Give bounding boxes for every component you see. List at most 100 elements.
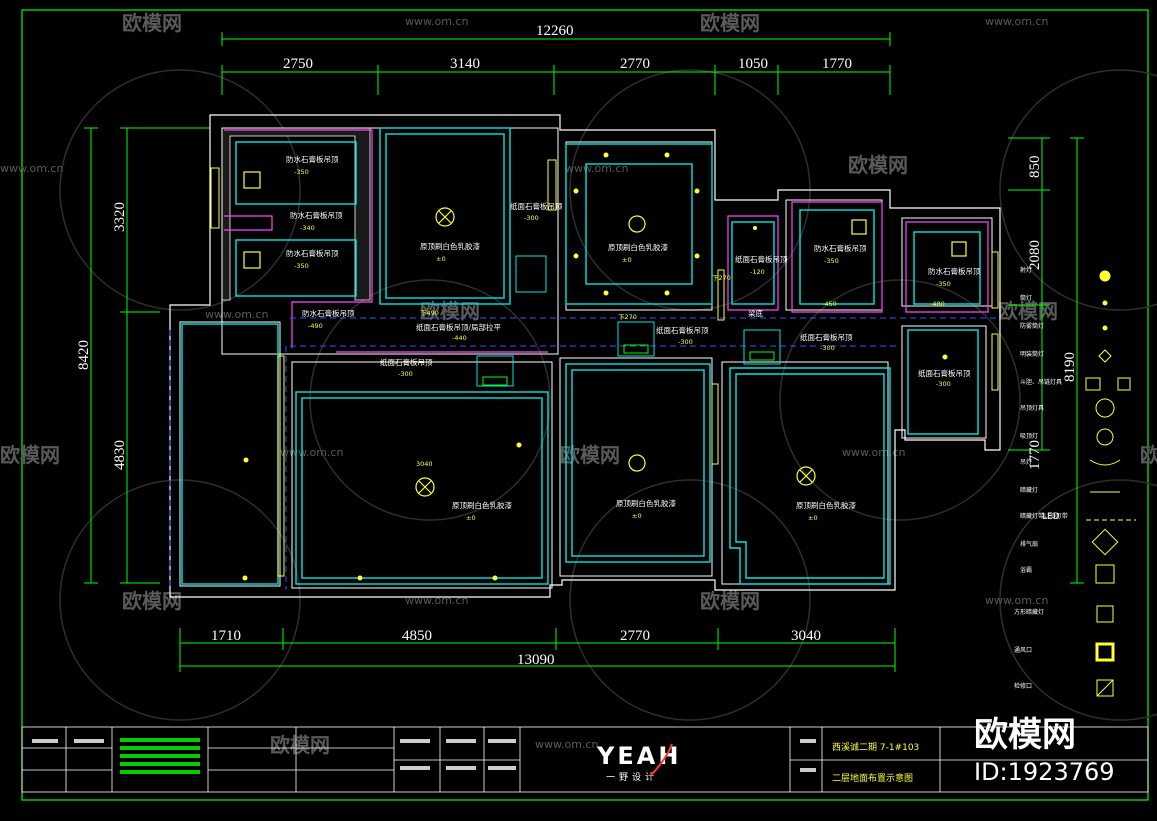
mark-270b: 下270 (618, 313, 637, 321)
small-downlights (242, 152, 948, 581)
legend-item-7: 吸顶灯 (1020, 432, 1038, 440)
value-corridor: -490 (308, 322, 323, 330)
watermark-brand-4: 欧模网 (420, 299, 480, 323)
label-bath1-low: 防水石膏板吊顶 (286, 248, 339, 258)
dim-right-total: 8190 (1062, 352, 1078, 382)
legend-spotlight-icon (1099, 270, 1111, 282)
value-bedroom-a: ±0 (436, 255, 446, 263)
label-right-room: 原顶刷白色乳胶漆 (796, 500, 856, 510)
watermark-brand-11: 欧模网 (270, 733, 330, 757)
label-bath1-mid: 防水石膏板吊顶 (290, 210, 343, 220)
watermark-brand-10: 欧模网 (700, 589, 760, 613)
value-bath2: -350 (824, 257, 839, 265)
label-bath1-top: 防水石膏板吊顶 (286, 154, 339, 164)
watermark-brand-8: 欧模网 (1140, 443, 1157, 467)
mark-270: 下270 (712, 274, 731, 282)
value-bath1-low: -350 (294, 262, 309, 270)
legend-vent-icon (1095, 642, 1115, 662)
watermark-url-2: www.om.cn (985, 15, 1048, 28)
mark-hall: 下490 (420, 309, 439, 317)
legend-heater-icon (1095, 564, 1115, 584)
legend-pendant-icon (1096, 428, 1114, 446)
title-block-fill (32, 738, 816, 774)
watermark-url-10: www.om.cn (535, 738, 598, 751)
watermark-url-9: www.om.cn (985, 594, 1048, 607)
legend-item-9: 暗藏灯 (1020, 486, 1038, 494)
dim-top-seg-1: 2750 (283, 56, 313, 72)
label-balcony: 纸面石膏板吊顶 (918, 368, 971, 378)
legend-item-11: 排气扇 (1020, 540, 1038, 548)
dim-bottom-total: 13090 (517, 652, 555, 668)
wall-band (170, 115, 993, 589)
legend-fan-icon (1091, 528, 1119, 556)
watermark-id: ID:1923769 (974, 758, 1115, 786)
watermark-brand-9: 欧模网 (122, 589, 182, 613)
label-dining-strip: 纸面石膏板吊顶 (656, 325, 709, 335)
room-labels: 防水石膏板吊顶 -350 防水石膏板吊顶 -340 防水石膏板吊顶 -350 防… (286, 154, 981, 522)
legend-item-10: 暗藏灯带LED灯带 (1020, 512, 1068, 520)
legend-item-14: 通风口 (1014, 646, 1032, 654)
title-block (21, 726, 1149, 793)
value-bedroom-main: ±0 (466, 514, 476, 522)
vent-boxes (476, 255, 781, 387)
value-living: ±0 (622, 256, 632, 264)
drawing-name: 二层地面布置示意图 (832, 772, 913, 784)
legend-item-6: 吊顶灯具 (1020, 404, 1044, 412)
watermark-brand-2: 欧模网 (700, 11, 760, 35)
walls (169, 114, 1001, 598)
value-bath3-low: -480 (930, 300, 945, 308)
watermark-url-3: www.om.cn (0, 162, 63, 175)
project-name: 西溪诚二期 7-1#103 (832, 741, 919, 753)
value-strip-right: -300 (820, 344, 835, 352)
watermark-url-5: www.om.cn (205, 308, 268, 321)
value-bath2-low: -450 (822, 300, 837, 308)
dim-top-seg-4: 1050 (738, 56, 768, 72)
watermark-brand-1: 欧模网 (122, 11, 182, 35)
legend-item-12: 浴霸 (1020, 566, 1032, 574)
watermark-brand-5: 欧模网 (998, 299, 1058, 323)
watermark-url-8: www.om.cn (405, 594, 468, 607)
legend-downlight-icon (1102, 300, 1108, 306)
dim-right-seg-1: 850 (1027, 156, 1043, 179)
windows (210, 159, 999, 577)
dim-left-seg-1: 3320 (112, 202, 128, 232)
value-dining-strip: -300 (678, 338, 693, 346)
value-bath1-top: -350 (294, 168, 309, 176)
watermark-url-4: www.om.cn (565, 162, 628, 175)
label-bedroom-a: 原顶刷白色乳胶漆 (420, 241, 480, 251)
legend-ceiling-fixture-icon (1117, 377, 1131, 391)
legend-item-3: 防雾筒灯 (1020, 322, 1044, 330)
value-strip-b: -300 (398, 370, 413, 378)
dim-top-seg-5: 1770 (822, 56, 852, 72)
label-living: 原顶刷白色乳胶漆 (608, 242, 668, 252)
legend-ceiling-lamp-icon (1095, 398, 1115, 418)
value-strip-a: -300 (524, 214, 539, 222)
label-strip-b: 纸面石膏板吊顶 (380, 357, 433, 367)
label-strip-a: 纸面石膏板吊顶 (510, 201, 563, 211)
dim-left-total: 8420 (76, 340, 92, 370)
legend-item-15: 检修口 (1014, 682, 1032, 690)
dim-bottom-seg-3: 2770 (620, 628, 650, 644)
label-bath2: 防水石膏板吊顶 (814, 243, 867, 253)
watermark-url-7: www.om.cn (842, 446, 905, 459)
label-corridor: 防水石膏板吊顶 (302, 308, 355, 318)
watermark-brand-3: 欧模网 (848, 153, 908, 177)
drawing-frame (21, 9, 1149, 801)
dim-top-seg-3: 2770 (620, 56, 650, 72)
label-hall-strip: 纸面石膏板吊顶/局部拉平 (416, 322, 502, 332)
value-balcony: -300 (936, 380, 951, 388)
label-center-room: 原顶刷白色乳胶漆 (616, 498, 676, 508)
legend: 射灯 筒灯 防雾筒灯 明装筒灯 斗胆、吊链灯具 吊顶灯具 吸顶灯 吊灯 暗藏灯 … (1014, 266, 1136, 697)
dim-top-total: 12260 (536, 23, 574, 39)
watermark-big-brand: 欧模网 (974, 715, 1076, 755)
ceiling-outlines (181, 127, 981, 585)
dim-bottom-seg-2: 4850 (402, 628, 432, 644)
label-beam: 梁底 (748, 308, 763, 318)
legend-item-13: 方形暗藏灯 (1014, 608, 1044, 616)
legend-grille-icon (1085, 377, 1101, 391)
dim-left-seg-2: 4830 (112, 440, 128, 470)
legend-item-4: 明装筒灯 (1020, 350, 1044, 358)
studio-logo-sub: 一野设计 (606, 771, 658, 783)
label-bath3: 防水石膏板吊顶 (928, 266, 981, 276)
